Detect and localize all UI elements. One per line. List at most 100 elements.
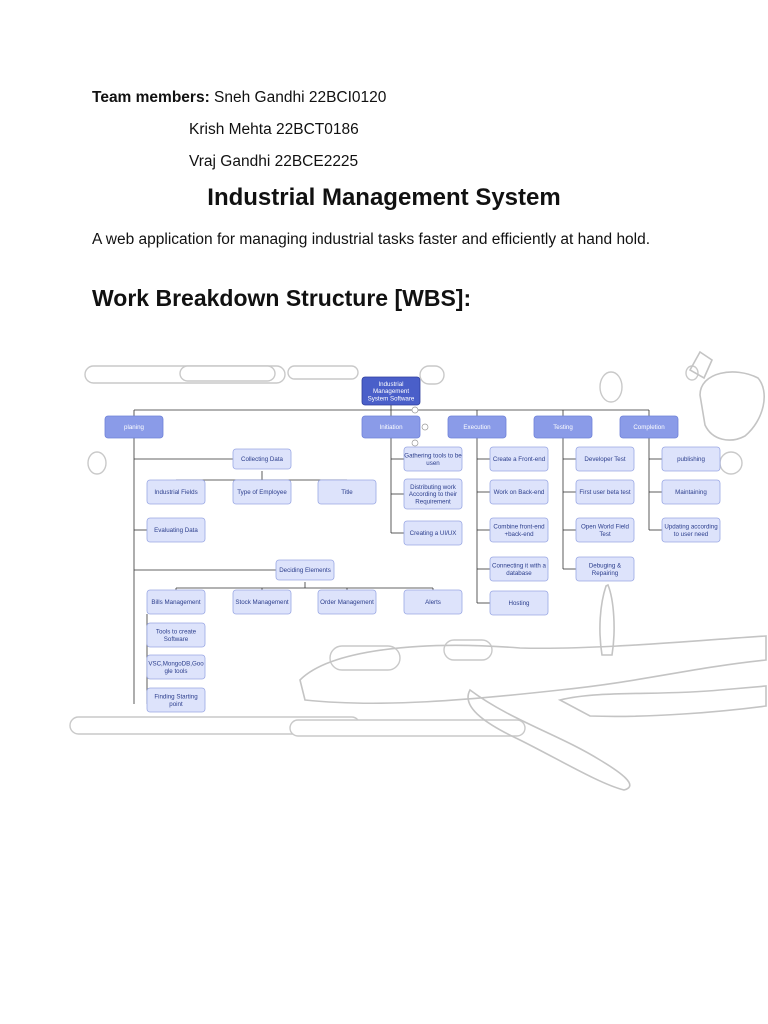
collapse-marker-icon[interactable]: [411, 439, 419, 447]
wbs-phase-initiation-box: [361, 415, 421, 439]
wbs-phase-initiation-label: Initiation: [379, 424, 403, 431]
wbs-node-box: [232, 479, 292, 505]
wbs-node-box: [661, 446, 721, 472]
wbs-node-label: +back-end: [504, 531, 534, 538]
sketch-stroke: [329, 645, 401, 671]
wbs-node-box: [275, 559, 335, 581]
wbs-node-label: Maintaining: [675, 489, 707, 496]
wbs-node-box: [146, 622, 206, 648]
collapse-marker-icon[interactable]: [411, 406, 419, 414]
wbs-node-box: [317, 479, 377, 505]
wbs-node-label: Alerts: [425, 599, 441, 606]
wbs-node-label: to user need: [674, 531, 709, 538]
team-members: Team members: Sneh Gandhi 22BCI0120 Kris…: [92, 88, 386, 184]
wbs-node-label: Type of Employee: [237, 489, 287, 496]
wbs-node-label: Open World Field: [581, 524, 630, 531]
wbs-root-node-label: Industrial: [378, 381, 403, 388]
wbs-root-node-box: [361, 376, 421, 406]
wbs-node-box: [489, 446, 549, 472]
wbs-node-box: [317, 589, 377, 615]
document-title: Industrial Management System: [207, 184, 561, 211]
wbs-node-label: Hosting: [509, 600, 531, 607]
wbs-node: Create a Front-end: [489, 446, 549, 472]
wbs-node-box: [575, 479, 635, 505]
wbs-node-label: Industrial Fields: [154, 489, 197, 496]
wbs-root-node-label: Management: [373, 388, 409, 395]
wbs-node: Creating a UI/UX: [403, 520, 463, 546]
sketch-stroke: [299, 635, 767, 705]
wbs-node-box: [489, 590, 549, 616]
team-label: Team members:: [92, 89, 210, 106]
team-member: Krish Mehta 22BCT0186: [189, 121, 359, 138]
wbs-node-label: Work on Back-end: [494, 489, 545, 496]
wbs-heading: Work Breakdown Structure [WBS]:: [92, 285, 472, 311]
wbs-node-box: [403, 478, 463, 510]
wbs-phase-completion-label: Completion: [633, 424, 665, 431]
wbs-node-box: [403, 446, 463, 472]
wbs-phase-planing-label: planing: [124, 424, 145, 431]
sketch-stroke: [443, 639, 493, 661]
team-row: Vraj Gandhi 22BCE2225: [92, 152, 386, 184]
wbs-node: Developer Test: [575, 446, 635, 472]
sketch-stroke: [289, 719, 526, 737]
wbs-node-box: [232, 448, 292, 470]
wbs-phase-initiation: Initiation: [361, 415, 421, 439]
wbs-node-label: gle tools: [164, 668, 187, 675]
project-description: A web application for managing industria…: [92, 231, 651, 248]
wbs-node-label: Bills Management: [151, 599, 200, 606]
wbs-connectors: [133, 405, 663, 704]
wbs-phase-completion-box: [619, 415, 679, 439]
sketch-stroke: [699, 371, 765, 441]
sketch-stroke: [557, 685, 767, 718]
wbs-node: Deciding Elements: [275, 559, 335, 581]
wbs-node-box: [232, 589, 292, 615]
wbs-node-label: publishing: [677, 456, 705, 463]
wbs-node-label: Deciding Elements: [279, 567, 331, 574]
wbs-node-label: Collecting Data: [241, 456, 284, 463]
wbs-node-box: [403, 520, 463, 546]
wbs-node-label: Evaluating Data: [154, 527, 198, 534]
wbs-phase-completion: Completion: [619, 415, 679, 439]
wbs-node-label: Updating according: [664, 524, 718, 531]
wbs-node-label: Creating a UI/UX: [410, 530, 457, 537]
wbs-node: Combine front-end+back-end: [489, 517, 549, 543]
wbs-node: Collecting Data: [232, 448, 292, 470]
team-row: Team members: Sneh Gandhi 22BCI0120: [92, 88, 386, 120]
wbs-node-label: Create a Front-end: [493, 456, 546, 463]
wbs-node-box: [661, 517, 721, 543]
wbs-phase-execution-box: [447, 415, 507, 439]
sketch-stroke: [467, 688, 631, 791]
wbs-phase-testing-box: [533, 415, 593, 439]
wbs-node-box: [575, 517, 635, 543]
sketch-stroke: [688, 350, 714, 380]
team-member: Vraj Gandhi 22BCE2225: [189, 153, 359, 170]
wbs-node: Order Management: [317, 589, 377, 615]
wbs-node-box: [146, 517, 206, 543]
wbs-node-box: [403, 589, 463, 615]
wbs-phase-planing: planing: [104, 415, 164, 439]
wbs-node-box: [146, 589, 206, 615]
wbs-node-label: Combine front-end: [493, 524, 545, 531]
wbs-node: Alerts: [403, 589, 463, 615]
sketch-stroke: [599, 371, 623, 403]
wbs-phase-testing: Testing: [533, 415, 593, 439]
wbs-node: Bills Management: [146, 589, 206, 615]
wbs-node-label: Finding Starting: [154, 694, 198, 701]
wbs-node-label: Developer Test: [584, 456, 625, 463]
collapse-marker-icon[interactable]: [421, 423, 429, 431]
wbs-node: Maintaining: [661, 479, 721, 505]
wbs-root-node-label: System Software: [368, 395, 415, 402]
wbs-node-label: Distributing work: [410, 484, 457, 491]
wbs-node-box: [575, 556, 635, 582]
wbs-node-label: Test: [599, 531, 611, 538]
team-row: Krish Mehta 22BCT0186: [92, 120, 386, 152]
wbs-node-box: [489, 556, 549, 582]
team-member: Sneh Gandhi 22BCI0120: [214, 89, 387, 106]
wbs-node: Work on Back-end: [489, 479, 549, 505]
